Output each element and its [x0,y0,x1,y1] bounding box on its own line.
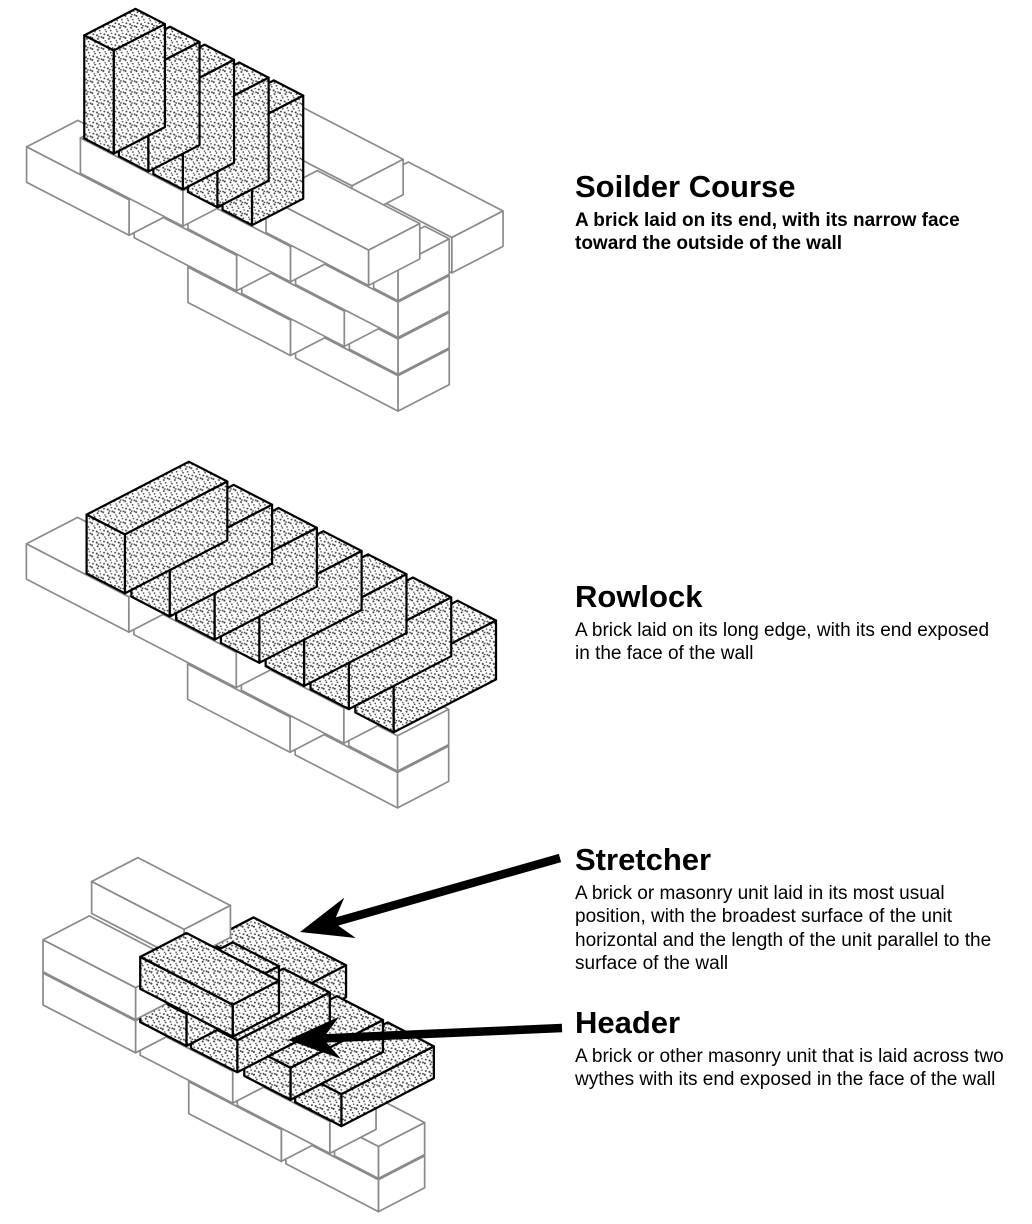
rowlock-description: A brick laid on its long edge, with its … [575,620,990,665]
soldier-course-description: A brick laid on its end, with its narrow… [575,210,960,255]
soldier-course-heading: Soilder Course [575,169,796,204]
rowlock-heading: Rowlock [575,579,703,614]
header-heading: Header [575,1005,681,1040]
section-soldier-course: Soilder Course A brick laid on its end, … [575,169,1025,256]
header-description: A brick or other masonry unit that is la… [575,1046,1004,1091]
section-rowlock: Rowlock A brick laid on its long edge, w… [575,579,995,666]
rowlock-figure [25,460,498,809]
stretcher-header-figure [42,856,436,1213]
section-header: Header A brick or other masonry unit tha… [575,1005,1020,1092]
stretcher-description: A brick or masonry unit laid in its most… [575,883,992,975]
section-stretcher: Stretcher A brick or masonry unit laid i… [575,842,1005,976]
soldier-course-figure [25,7,504,412]
stretcher-heading: Stretcher [575,842,712,877]
